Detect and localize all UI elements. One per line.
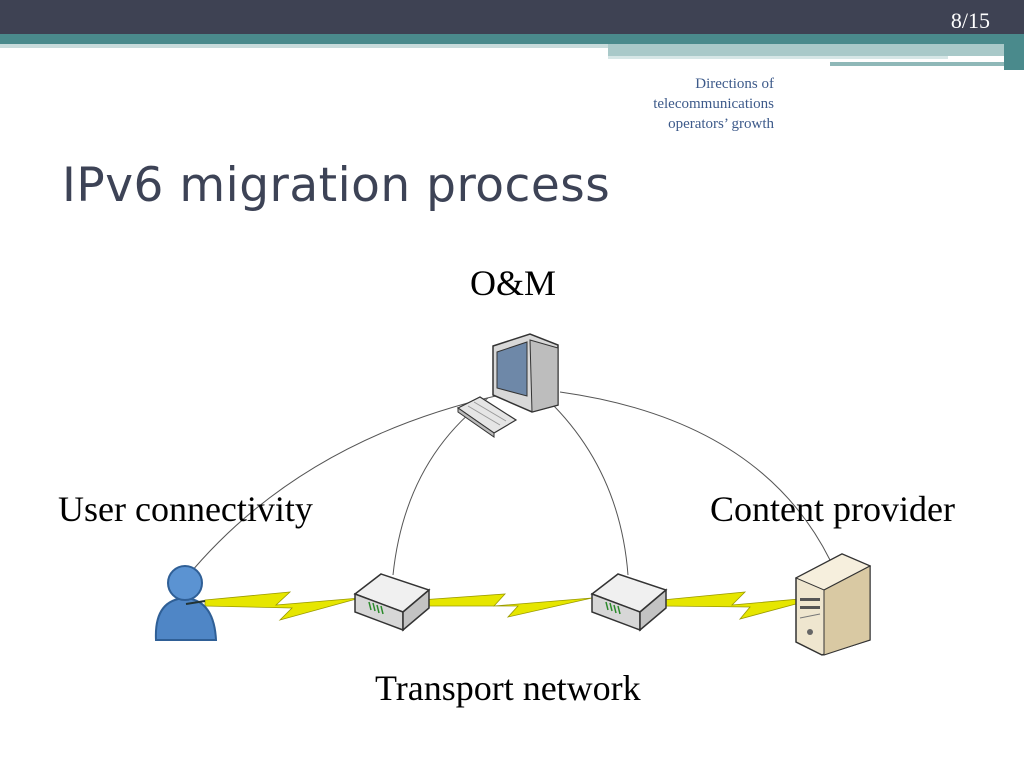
om-label: O&M [470,263,557,303]
router-icon [353,573,431,632]
transport-network-label: Transport network [375,668,641,708]
page-number: 8/15 [950,8,990,33]
server-icon [794,553,872,656]
subtitle-line: telecommunications [653,96,774,112]
link-om-user [185,394,501,579]
header-banner [0,0,1024,70]
slide-title: IPv6 migration process [62,158,611,213]
link-om-server [559,391,831,561]
link-om-router-left [392,397,489,576]
keyboard-icon [456,396,518,438]
subtitle-line: Directions of [695,76,774,92]
router-icon [590,573,668,632]
lightning-link-icon [204,591,823,621]
content-provider-label: Content provider [710,489,955,529]
section-subtitle: Directions of telecommunications operato… [534,74,774,134]
user-connectivity-label: User connectivity [58,489,313,529]
subtitle-line: operators’ growth [668,116,774,132]
link-om-router-right [547,399,629,576]
user-icon [154,565,218,641]
monitor-icon [492,333,559,413]
